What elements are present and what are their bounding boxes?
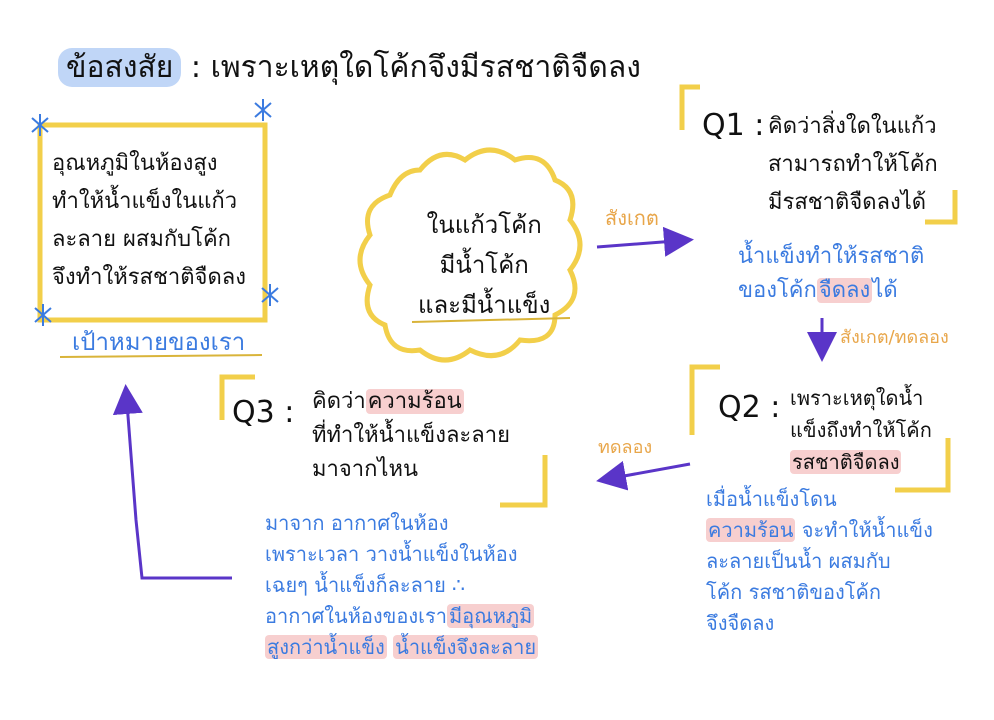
highlighted-text: มีอุณหภูมิ (446, 604, 535, 628)
q2-answer: เมื่อน้ำแข็งโดนความร้อน จะทำให้น้ำแข็งละ… (706, 484, 933, 639)
q2-bracket (689, 364, 951, 493)
q1-answer-line: น้ำแข็งทำให้รสชาติ (738, 240, 924, 274)
q3-label: Q3 : (232, 395, 295, 430)
goal-box-text: อุณหภูมิในห้องสูง ทำให้น้ำแข็งในแก้ว ละล… (52, 145, 246, 297)
q2-question-line: เพราะเหตุใดน้ำ (790, 382, 932, 414)
q2-question-line: รสชาติจืดลง (790, 446, 932, 478)
q3-answer-line: สูงกว่าน้ำแข็ง น้ำแข็งจึงละลาย (265, 632, 539, 663)
cloud-line: ในแก้วโค้ก (426, 211, 542, 239)
q3-answer-line: เพราะเวลา วางน้ำแข็งในห้อง (265, 539, 538, 570)
q3-question: คิดว่าความร้อนที่ทำให้น้ำแข็งละลายมาจากไ… (312, 385, 510, 487)
text-segment: แข็งถึงทำให้โค้ก (790, 418, 932, 442)
q3-answer-line: อากาศในห้องของเรามีอุณหภูมิ (265, 601, 538, 632)
cloud-line: และมีน้ำแข็ง (418, 291, 551, 319)
q2-question: เพราะเหตุใดน้ำแข็งถึงทำให้โค้กรสชาติจืดล… (790, 382, 932, 478)
goal-line: จึงทำให้รสชาติจืดลง (52, 265, 246, 290)
q1-question-line: คิดว่าสิ่งใดในแก้ว (768, 108, 938, 146)
q1-question-line: มีรสชาติจืดลงได้ (768, 184, 938, 222)
goal-line: อุณหภูมิในห้องสูง (52, 151, 218, 176)
text-segment: น้ำแข็งทำให้รสชาติ (738, 244, 925, 269)
page-title: ข้อสงสัย : เพราะเหตุใดโค้กจึงมีรสชาติจืด… (58, 44, 641, 91)
highlighted-text: จืดลง (816, 278, 873, 303)
q1-answer-line: ของโค้กจืดลงได้ (738, 274, 924, 308)
cloud-text: ในแก้วโค้ก มีน้ำโค้ก และมีน้ำแข็ง (418, 205, 550, 325)
text-segment: โค้ก รสชาติของโค้ก (706, 580, 882, 604)
text-segment: เพราะเวลา วางน้ำแข็งในห้อง (265, 542, 518, 566)
title-question: เพราะเหตุใดโค้กจึงมีรสชาติจืดลง (210, 50, 641, 85)
q2-answer-line: จึงจืดลง (706, 608, 933, 639)
goal-line: ละลาย ผสมกับโค้ก (52, 227, 231, 252)
label-observe: สังเกต (605, 206, 659, 230)
highlighted-text: ความร้อน (365, 389, 464, 414)
q2-answer-line: เมื่อน้ำแข็งโดน (706, 484, 933, 515)
text-segment: จึงจืดลง (706, 611, 775, 635)
title-label: ข้อสงสัย (58, 48, 182, 87)
q3-answer-line: มาจาก อากาศในห้อง (265, 508, 538, 539)
text-segment: คิดว่า (312, 389, 366, 414)
text-segment: ของโค้ก (738, 278, 817, 303)
q3-answer: มาจาก อากาศในห้องเพราะเวลา วางน้ำแข็งในห… (265, 508, 539, 663)
text-segment: มาจากไหน (312, 457, 419, 482)
goal-underline (59, 354, 263, 358)
q1-bracket (679, 84, 958, 225)
text-segment: ที่ทำให้น้ำแข็งละลาย (312, 423, 510, 448)
text-segment: ละลายเป็นน้ำ ผสมกับ (706, 549, 891, 573)
text-segment: มีรสชาติจืดลงได้ (768, 190, 927, 215)
text-segment: เฉยๆ น้ำแข็งก็ละลาย ∴ (265, 573, 465, 597)
cloud-line: มีน้ำโค้ก (439, 251, 529, 279)
q1-question: คิดว่าสิ่งใดในแก้วสามารถทำให้โค้กมีรสชาต… (768, 108, 938, 222)
q2-answer-line: ความร้อน จะทำให้น้ำแข็ง (706, 515, 933, 546)
q3-answer-line: เฉยๆ น้ำแข็งก็ละลาย ∴ (265, 570, 538, 601)
arrow-observe (596, 226, 694, 257)
arrow-back-to-goal (112, 384, 232, 580)
label-observe-experiment: สังเกต/ทดลอง (840, 327, 949, 348)
label-experiment: ทดลอง (598, 437, 653, 458)
q3-question-line: ที่ทำให้น้ำแข็งละลาย (312, 419, 510, 453)
highlighted-text: รสชาติจืดลง (790, 450, 902, 474)
q3-bracket (219, 374, 548, 508)
q3-question-line: คิดว่าความร้อน (312, 385, 510, 419)
q2-answer-line: ละลายเป็นน้ำ ผสมกับ (706, 546, 933, 577)
q2-label: Q2 : (718, 390, 781, 425)
q3-question-line: มาจากไหน (312, 453, 510, 487)
text-segment: สามารถทำให้โค้ก (768, 152, 938, 177)
goal-line: ทำให้น้ำแข็งในแก้ว (52, 189, 238, 214)
highlighted-text: น้ำแข็งจึงละลาย (393, 635, 539, 659)
text-segment: จะทำให้น้ำแข็ง (795, 518, 933, 542)
highlighted-text: สูงกว่าน้ำแข็ง (265, 635, 387, 659)
highlighted-text: ความร้อน (706, 518, 796, 542)
goal-caption: เป้าหมายของเรา (72, 328, 246, 356)
q1-label: Q1 : (702, 108, 765, 143)
title-separator: : (190, 50, 202, 85)
q2-answer-line: โค้ก รสชาติของโค้ก (706, 577, 933, 608)
star-markers (31, 99, 279, 326)
text-segment: ได้ (872, 278, 898, 303)
text-segment: เมื่อน้ำแข็งโดน (706, 487, 837, 511)
q2-question-line: แข็งถึงทำให้โค้ก (790, 414, 932, 446)
q1-question-line: สามารถทำให้โค้ก (768, 146, 938, 184)
text-segment: คิดว่าสิ่งใดในแก้ว (768, 114, 937, 139)
text-segment: อากาศในห้องของเรา (265, 604, 447, 628)
text-segment: เพราะเหตุใดน้ำ (790, 386, 924, 410)
arrow-experiment (596, 460, 691, 491)
cloud-shape (357, 147, 583, 363)
q1-answer: น้ำแข็งทำให้รสชาติของโค้กจืดลงได้ (738, 240, 924, 308)
goal-box-frame (37, 122, 268, 323)
text-segment: มาจาก อากาศในห้อง (265, 511, 449, 535)
